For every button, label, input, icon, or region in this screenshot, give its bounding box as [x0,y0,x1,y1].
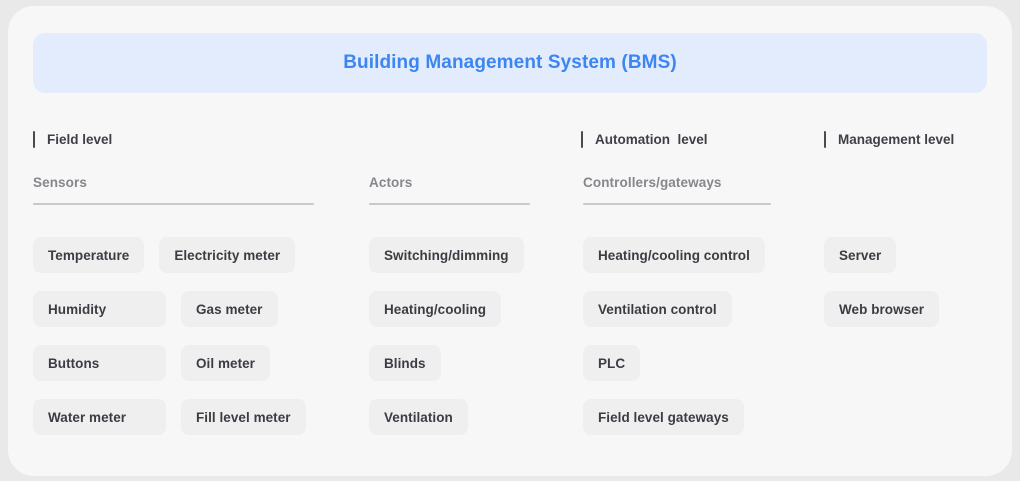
column-sensors-heading: Sensors [33,175,87,190]
level-automation-label: Automation level [595,131,708,147]
column-management-heading [824,174,999,192]
column-sensors: Sensors Temperature Electricity meter Hu… [33,174,338,435]
diagram-card: Building Management System (BMS) Field l… [8,6,1012,476]
level-automation: Automation level [581,123,708,155]
chip-row: Field level gateways [583,399,783,435]
bms-header-banner: Building Management System (BMS) [33,33,987,93]
column-actors: Actors Switching/dimming Heating/cooling… [369,174,539,435]
chip-row: Ventilation control [583,291,783,327]
level-management: Management level [824,123,954,155]
chip-ventilation-control[interactable]: Ventilation control [583,291,732,327]
chip-row: Ventilation [369,399,539,435]
column-actors-divider [369,203,530,205]
chip-row: Blinds [369,345,539,381]
column-management-chips: Server Web browser [824,237,999,327]
chip-row: Heating/cooling [369,291,539,327]
chip-fill-level-meter[interactable]: Fill level meter [181,399,306,435]
column-controllers-chips: Heating/cooling control Ventilation cont… [583,237,783,435]
column-controllers: Controllers/gateways Heating/cooling con… [583,174,783,435]
chip-heating-cooling[interactable]: Heating/cooling [369,291,501,327]
column-actors-heading: Actors [369,175,413,190]
chip-temperature[interactable]: Temperature [33,237,145,273]
chip-humidity[interactable]: Humidity [33,291,166,327]
chip-server[interactable]: Server [824,237,897,273]
chip-water-meter[interactable]: Water meter [33,399,166,435]
chip-heating-cooling-control[interactable]: Heating/cooling control [583,237,765,273]
chip-row: PLC [583,345,783,381]
level-management-label: Management level [838,131,955,147]
chip-row: Buttons Oil meter [33,345,338,381]
vertical-bar-icon [824,130,826,148]
chip-blinds[interactable]: Blinds [369,345,441,381]
chip-web-browser[interactable]: Web browser [824,291,940,327]
chip-ventilation[interactable]: Ventilation [369,399,468,435]
column-sensors-chips: Temperature Electricity meter Humidity G… [33,237,338,435]
chip-electricity-meter[interactable]: Electricity meter [159,237,296,273]
column-management-divider [824,203,999,205]
chip-row: Humidity Gas meter [33,291,338,327]
vertical-bar-icon [581,130,583,148]
chip-row: Switching/dimming [369,237,539,273]
vertical-bar-icon [33,130,35,148]
chip-row: Heating/cooling control [583,237,783,273]
chip-row: Water meter Fill level meter [33,399,338,435]
chip-buttons[interactable]: Buttons [33,345,166,381]
level-field-label: Field level [47,131,113,147]
chip-oil-meter[interactable]: Oil meter [181,345,270,381]
columns-area: Sensors Temperature Electricity meter Hu… [8,174,1012,459]
column-controllers-divider [583,203,771,205]
chip-row: Server [824,237,999,273]
page-title: Building Management System (BMS) [343,52,677,73]
level-labels-row: Field level Automation level Management … [8,123,1012,155]
level-field: Field level [33,123,112,155]
chip-row: Web browser [824,291,999,327]
chip-row: Temperature Electricity meter [33,237,338,273]
chip-gas-meter[interactable]: Gas meter [181,291,278,327]
column-controllers-heading: Controllers/gateways [583,175,722,190]
column-sensors-divider [33,203,314,205]
column-actors-chips: Switching/dimming Heating/cooling Blinds… [369,237,539,435]
chip-field-level-gateways[interactable]: Field level gateways [583,399,744,435]
chip-switching-dimming[interactable]: Switching/dimming [369,237,524,273]
chip-plc[interactable]: PLC [583,345,641,381]
column-management: Server Web browser [824,174,999,327]
